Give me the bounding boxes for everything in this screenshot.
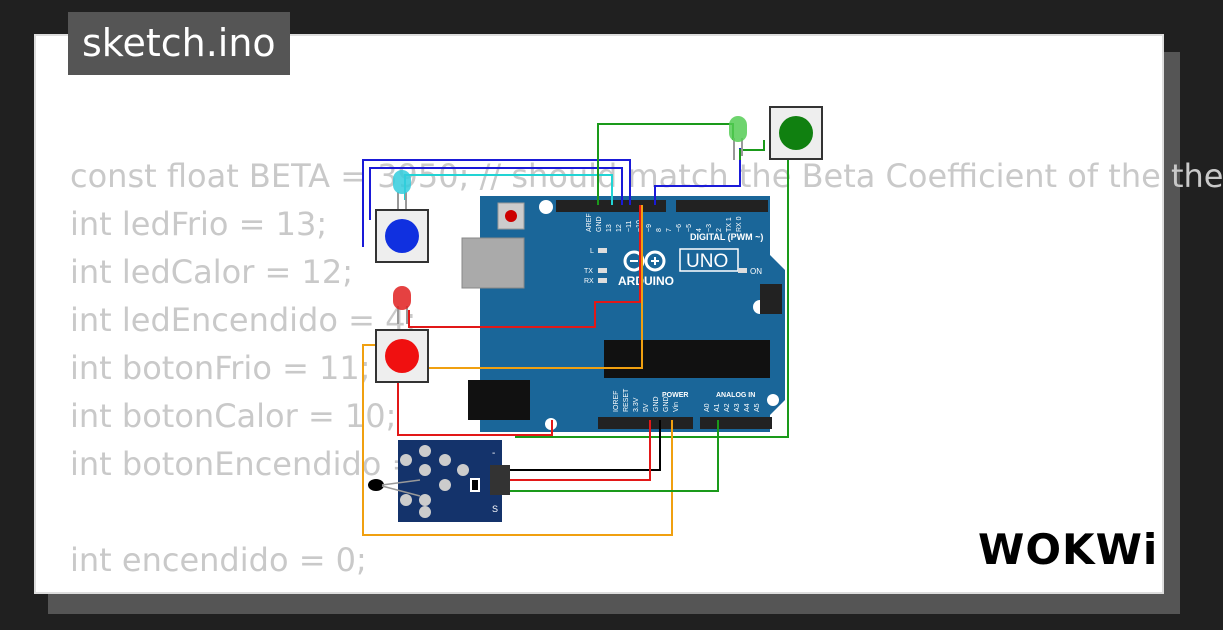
tx-label: TX <box>584 268 593 275</box>
rx-led <box>598 278 607 283</box>
pin-label: ~3 <box>706 224 713 232</box>
button-cap <box>385 339 419 373</box>
icsp-header <box>760 284 782 314</box>
model-frame <box>679 248 739 272</box>
wire-red-button <box>397 370 553 436</box>
wire-black-sensor <box>508 420 661 471</box>
pin-label: 4 <box>696 228 703 232</box>
wire-green-sensor <box>508 420 719 492</box>
pin-label: TX 1 <box>726 217 733 232</box>
wire-green-return <box>515 140 789 438</box>
green-led[interactable] <box>729 116 747 160</box>
pin-label: 13 <box>606 224 613 232</box>
signal-label: S <box>492 504 498 514</box>
pin-label: GND <box>596 216 603 232</box>
code-line: int botonFrio = 11; <box>70 349 371 387</box>
pin-label: A1 <box>714 403 721 412</box>
pin-label: 12 <box>616 224 623 232</box>
pin-label: 8 <box>656 228 663 232</box>
pin-label: RESET <box>623 388 630 412</box>
digital-label: DIGITAL (PWM ~) <box>690 232 763 242</box>
brand-label: ARDUINO <box>618 274 674 288</box>
thermistor <box>368 479 384 491</box>
ntc-temperature-sensor-module[interactable]: - S <box>368 440 510 522</box>
digital-header-left <box>556 200 666 212</box>
wire-green-led <box>597 123 734 205</box>
pin-label: ~9 <box>646 224 653 232</box>
mounting-hole <box>539 200 553 214</box>
arduino-uno-board[interactable]: DIGITAL (PWM ~) ARDUINO UNO ON L TX RX P… <box>461 196 785 432</box>
minus-label: - <box>492 448 495 459</box>
pin-label: GND <box>653 396 660 412</box>
rx-label: RX <box>584 278 594 285</box>
wire-blue-button <box>362 159 631 247</box>
pin-label: 5V <box>643 403 650 412</box>
blue-push-button[interactable] <box>375 209 429 263</box>
pin-label: RX 0 <box>736 216 743 232</box>
wire-blue-led <box>369 167 623 220</box>
code-line: int ledEncendido = 4; <box>70 301 417 339</box>
power-header <box>598 417 693 429</box>
wire-orange-ground <box>362 344 673 536</box>
wire-blue-green-button <box>654 148 741 205</box>
pin-label: ~11 <box>626 221 633 232</box>
microcontroller-chip <box>604 340 770 378</box>
code-line: int ledFrio = 13; <box>70 205 328 243</box>
blue-led[interactable] <box>393 170 411 210</box>
code-line: int botonCalor = 10; <box>70 397 397 435</box>
red-push-button[interactable] <box>375 329 429 383</box>
reset-button-cap <box>505 210 517 222</box>
usb-connector <box>461 237 525 289</box>
wire-red-sensor <box>508 420 651 481</box>
wire-orange-button <box>378 205 643 369</box>
pin-label: 3.3V <box>633 397 640 412</box>
model-label: UNO <box>686 251 728 272</box>
green-push-button[interactable] <box>769 106 823 160</box>
code-line: int ledCalor = 12; <box>70 253 354 291</box>
power-jack <box>468 380 530 420</box>
pin-label: 7 <box>666 228 673 232</box>
digital-header-right <box>676 200 768 212</box>
wire-green-button <box>739 140 765 160</box>
l-led <box>598 248 607 253</box>
pin-label: Vin <box>673 402 680 412</box>
mounting-hole <box>767 394 779 406</box>
pin-label: GND <box>663 396 670 412</box>
tx-led <box>598 268 607 273</box>
pin-label: ~6 <box>676 224 683 232</box>
pin-label: 2 <box>716 228 723 232</box>
code-line: int encendido = 0; <box>70 541 367 579</box>
pin-label: AREF <box>586 213 593 232</box>
l-label: L <box>590 248 594 255</box>
analog-header <box>700 417 772 429</box>
wokwi-logo: WOKWi <box>978 525 1159 574</box>
red-led[interactable] <box>393 286 411 324</box>
power-label: POWER <box>662 392 688 399</box>
button-cap <box>385 219 419 253</box>
pin-label: A4 <box>744 403 751 412</box>
pin-label: A5 <box>754 403 761 412</box>
pin-label: ~5 <box>686 224 693 232</box>
pin-label: IOREF <box>613 391 620 412</box>
pin-label: A2 <box>724 403 731 412</box>
analog-label: ANALOG IN <box>716 392 755 399</box>
button-cap <box>779 116 813 150</box>
pin-label: A3 <box>734 403 741 412</box>
wire-red-led <box>408 205 641 328</box>
pin-label: A0 <box>704 403 711 412</box>
on-led <box>738 268 747 273</box>
on-label: ON <box>750 267 762 276</box>
file-tab-title: sketch.ino <box>68 12 290 75</box>
